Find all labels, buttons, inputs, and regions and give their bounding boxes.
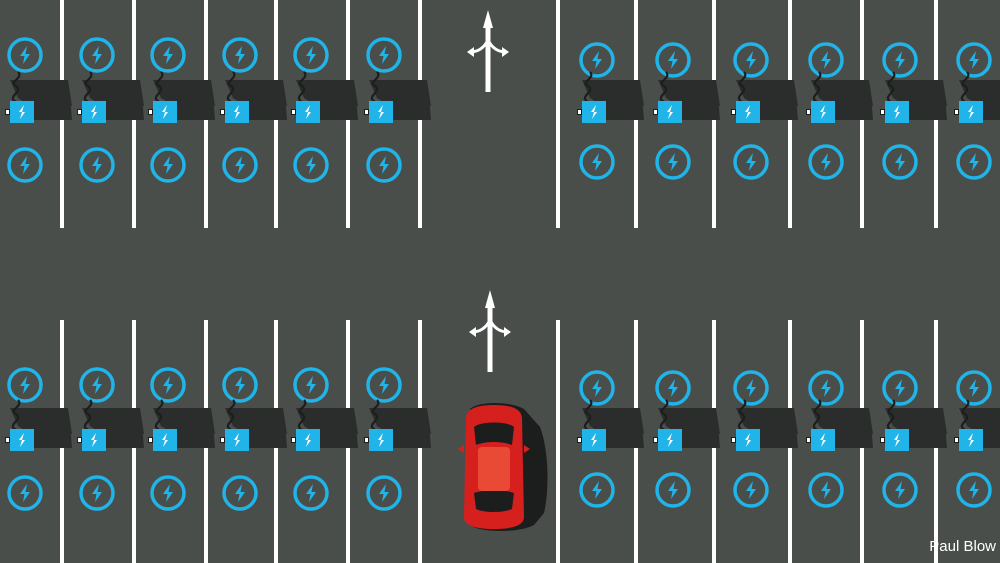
artist-credit: Paul Blow — [929, 538, 996, 555]
red-car — [458, 403, 548, 531]
